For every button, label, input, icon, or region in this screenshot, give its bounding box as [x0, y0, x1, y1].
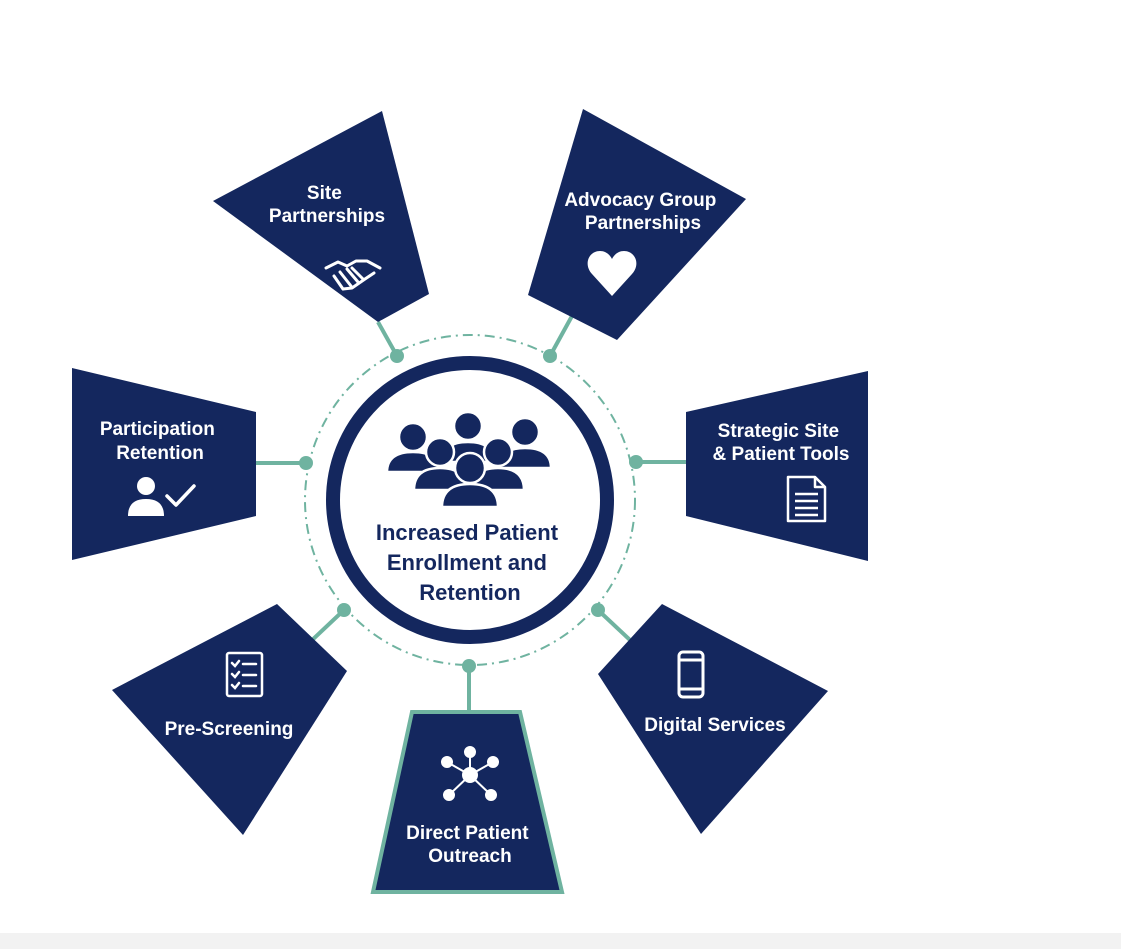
people-group-icon [385, 410, 553, 509]
heart-icon [587, 251, 637, 296]
node-label: Pre-Screening [165, 719, 294, 740]
handshake-icon [324, 259, 382, 291]
node-label: Advocacy Group Partnerships [564, 190, 721, 234]
node-label: Site Partnerships [269, 183, 385, 227]
node-label: Participation Retention [100, 419, 220, 464]
center-title: Increased Patient Enrollment and Retenti… [376, 520, 564, 605]
connectors [256, 315, 686, 712]
node-participation-retention: Participation Retention [72, 368, 256, 560]
orbit-ring [304, 334, 636, 666]
node-strategic-tools: Strategic Site & Patient Tools [686, 371, 868, 561]
person-check-icon [128, 477, 196, 516]
smartphone-icon [677, 650, 705, 699]
node-site-partnerships: Site Partnerships [213, 111, 429, 322]
network-icon [441, 746, 499, 801]
checklist-icon [225, 651, 264, 698]
node-pre-screening: Pre-Screening [112, 604, 347, 835]
bottom-strip [0, 933, 1121, 949]
node-label: Direct Patient Outreach [406, 823, 534, 867]
node-label: Digital Services [644, 715, 786, 736]
document-icon [786, 475, 827, 523]
center-hub: Increased Patient Enrollment and Retenti… [326, 356, 614, 644]
node-label: Strategic Site & Patient Tools [713, 421, 850, 465]
node-digital-services: Digital Services [598, 604, 828, 834]
node-advocacy-group: Advocacy Group Partnerships [528, 109, 746, 340]
node-direct-outreach: Direct Patient Outreach [370, 710, 565, 894]
